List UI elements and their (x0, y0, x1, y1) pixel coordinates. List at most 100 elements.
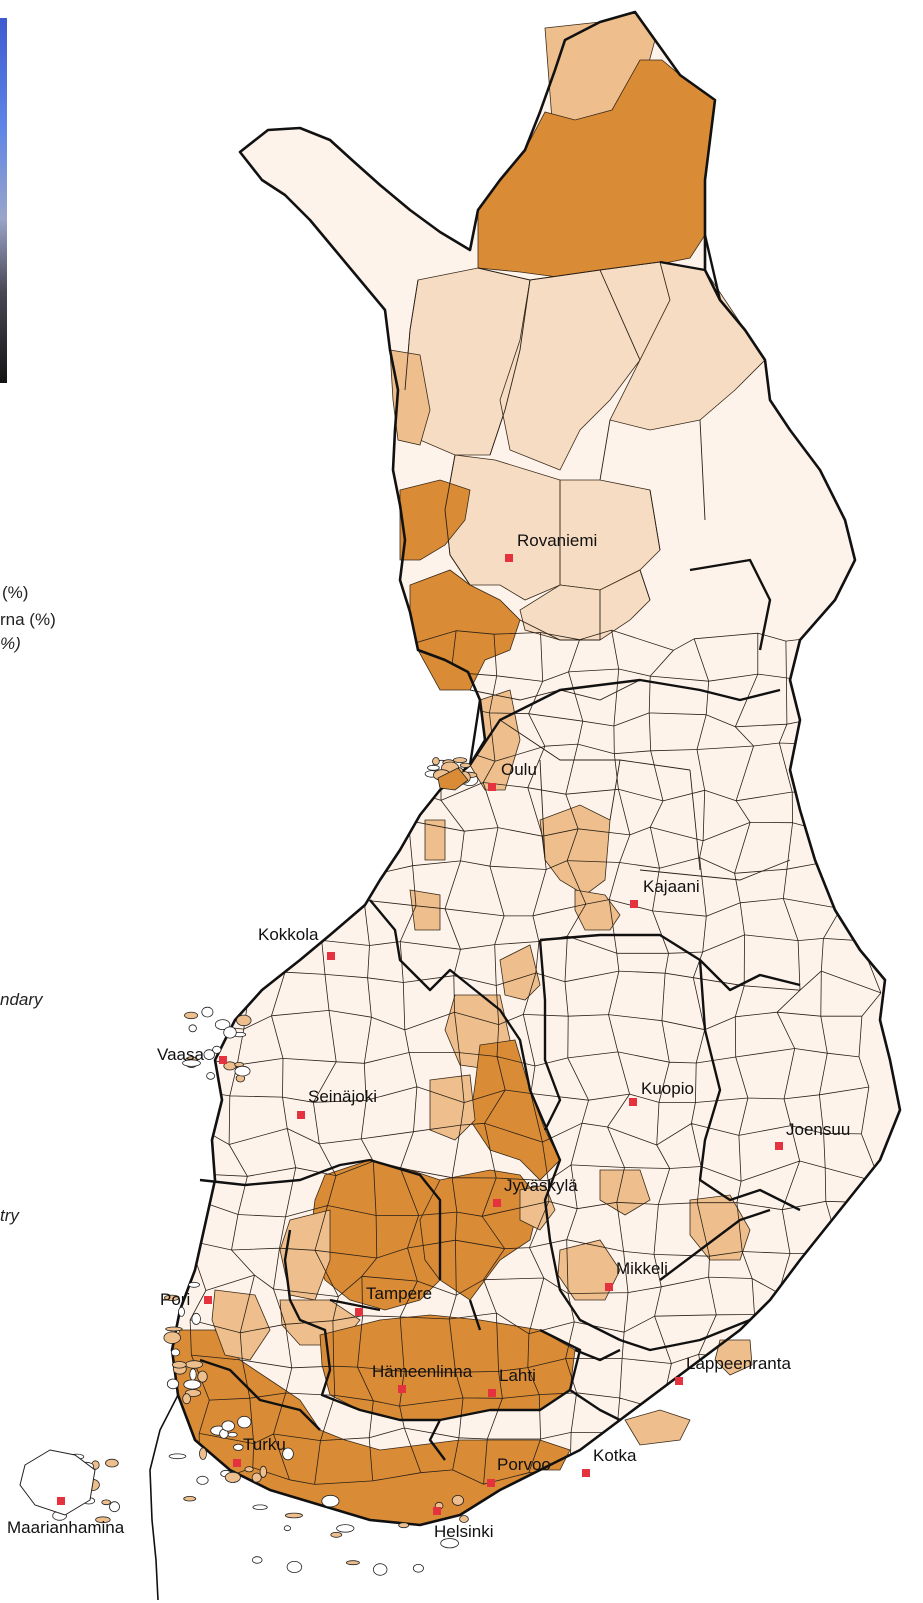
island-79 (105, 1458, 119, 1468)
island-16 (184, 1011, 199, 1020)
island-52 (286, 1561, 303, 1574)
island-17 (163, 1331, 181, 1344)
city-marker-kokkola (327, 952, 335, 960)
city-label-kajaani: Kajaani (643, 877, 700, 896)
city-label-jyvaskyla: Jyväskylä (504, 1176, 578, 1195)
municipality-region-19 (429, 1074, 476, 1141)
city-marker-mikkeli (605, 1283, 613, 1291)
city-label-lahti: Lahti (499, 1366, 536, 1385)
legend-fragment-4: ndary (0, 990, 43, 1009)
city-label-helsinki: Helsinki (434, 1522, 494, 1541)
city-label-pori: Pori (160, 1290, 191, 1309)
island-13 (203, 1049, 215, 1060)
island-61 (284, 1512, 303, 1519)
island-28 (171, 1361, 187, 1369)
municipality-region-29 (714, 1339, 753, 1376)
island-3 (201, 1006, 214, 1018)
island-42 (282, 1447, 294, 1461)
city-marker-tampere (355, 1308, 363, 1316)
city-label-kuopio: Kuopio (641, 1079, 694, 1098)
island-32 (182, 1393, 191, 1405)
island-36 (233, 1443, 244, 1451)
legend-fragment-2: rna (%) (0, 610, 56, 629)
island-18 (185, 1360, 204, 1369)
island-93 (459, 762, 471, 768)
city-markers-layer (57, 554, 783, 1515)
island-56 (373, 1563, 388, 1576)
island-34 (244, 1466, 254, 1473)
city-marker-oulu (488, 783, 496, 791)
island-39 (259, 1465, 267, 1478)
city-marker-joensuu (775, 1142, 783, 1150)
island-44 (168, 1453, 187, 1460)
city-marker-porvoo (487, 1479, 495, 1487)
island-63 (321, 1494, 340, 1508)
city-marker-pori (204, 1296, 212, 1304)
municipality-region-26 (211, 1289, 271, 1361)
island-47 (224, 1471, 241, 1483)
islands-layer (19, 757, 479, 1576)
city-marker-rovaniemi (505, 554, 513, 562)
island-20 (178, 1306, 185, 1317)
aland-main-island (19, 1449, 96, 1516)
city-label-seinajoki: Seinäjoki (308, 1087, 377, 1106)
island-54 (345, 1560, 360, 1566)
hailuoto-island (437, 767, 469, 791)
municipality-region-32 (624, 1409, 691, 1446)
island-75 (109, 1501, 120, 1513)
island-30 (197, 1370, 208, 1383)
city-label-rovaniemi: Rovaniemi (517, 531, 598, 550)
island-59 (251, 1556, 263, 1564)
island-22 (189, 1368, 197, 1381)
island-1 (212, 1045, 222, 1054)
city-marker-lahti (488, 1389, 496, 1397)
island-53 (283, 1525, 291, 1532)
island-45 (196, 1475, 209, 1485)
city-label-joensuu: Joensuu (786, 1120, 851, 1139)
city-label-lappeenranta: Lappeenranta (686, 1354, 791, 1373)
city-label-maarianhamina: Maarianhamina (7, 1518, 125, 1537)
island-15 (188, 1024, 197, 1033)
island-40 (227, 1431, 238, 1438)
island-14 (234, 1065, 251, 1077)
legend-fragment-1: (%) (2, 583, 29, 602)
island-25 (188, 1281, 200, 1288)
island-67 (95, 1516, 111, 1524)
island-57 (459, 1515, 469, 1523)
island-35 (183, 1495, 197, 1502)
regional-boundaries (199, 234, 801, 1461)
island-27 (165, 1326, 183, 1332)
island-29 (170, 1348, 181, 1357)
city-marker-kuopio (629, 1098, 637, 1106)
city-label-vaasa: Vaasa (157, 1045, 204, 1064)
city-marker-hameenlinna (398, 1385, 406, 1393)
island-88 (427, 764, 440, 771)
island-8 (206, 1072, 216, 1080)
city-marker-kajaani (630, 900, 638, 908)
city-label-kokkola: Kokkola (258, 925, 319, 944)
island-60 (440, 1538, 459, 1549)
legend-fragment-3: %) (0, 634, 21, 653)
municipality-region-28 (689, 1194, 751, 1261)
island-19 (166, 1378, 180, 1390)
island-48 (251, 1472, 262, 1483)
municipality-region-10 (519, 569, 651, 641)
island-64 (398, 1522, 410, 1529)
city-label-mikkeli: Mikkeli (616, 1259, 668, 1278)
municipality-region-16 (499, 944, 541, 1001)
city-marker-turku (233, 1459, 241, 1467)
city-label-hameenlinna: Hämeenlinna (372, 1362, 473, 1381)
city-marker-lappeenranta (675, 1377, 683, 1385)
island-24 (164, 1294, 180, 1301)
island-50 (451, 1495, 464, 1506)
island-11 (223, 1026, 237, 1039)
island-95 (432, 757, 440, 766)
maritime-boundary (149, 1394, 179, 1601)
island-91 (452, 757, 468, 763)
city-marker-helsinki (433, 1507, 441, 1515)
island-4 (214, 1019, 231, 1030)
island-51 (336, 1524, 355, 1533)
city-label-tampere: Tampere (366, 1284, 433, 1303)
